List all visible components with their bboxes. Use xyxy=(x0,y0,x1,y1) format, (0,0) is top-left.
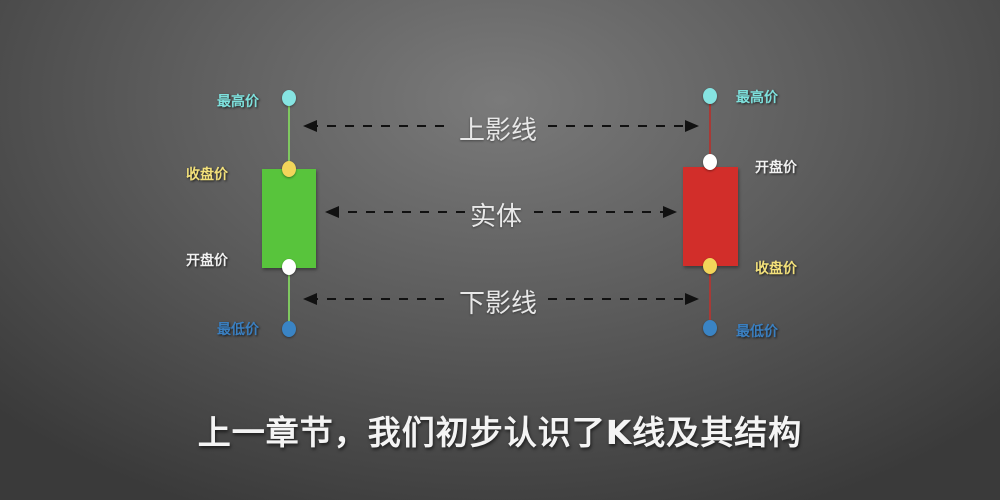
bullish-low-label: 最低价 xyxy=(217,322,259,338)
bearish-low-dot xyxy=(703,320,717,336)
bullish-open-dot xyxy=(282,259,296,275)
lower-shadow-label: 下影线 xyxy=(459,289,538,319)
bullish-high-label: 最高价 xyxy=(217,94,259,110)
bearish-open-dot xyxy=(703,154,717,170)
bullish-low-dot xyxy=(282,321,296,337)
bearish-close-dot xyxy=(703,258,717,274)
bearish-close-label: 收盘价 xyxy=(755,261,797,277)
bullish-close-label: 收盘价 xyxy=(186,167,228,183)
bearish-lower-wick xyxy=(709,266,711,328)
bullish-close-dot xyxy=(282,161,296,177)
caption-subtitle: 上一章节，我们初步认识了K线及其结构 xyxy=(197,413,803,452)
bearish-high-dot xyxy=(703,88,717,104)
bullish-high-dot xyxy=(282,90,296,106)
bearish-low-label: 最低价 xyxy=(736,324,778,340)
bearish-upper-wick xyxy=(709,98,711,168)
upper-shadow-label: 上影线 xyxy=(459,116,538,146)
bullish-upper-wick xyxy=(288,100,290,170)
bullish-lower-wick xyxy=(288,268,290,328)
bearish-high-label: 最高价 xyxy=(736,90,778,106)
bearish-candle-body xyxy=(683,167,738,266)
bearish-open-label: 开盘价 xyxy=(755,160,797,176)
bullish-open-label: 开盘价 xyxy=(186,253,228,269)
body-label: 实体 xyxy=(470,202,523,232)
bullish-candle-body xyxy=(262,169,316,268)
